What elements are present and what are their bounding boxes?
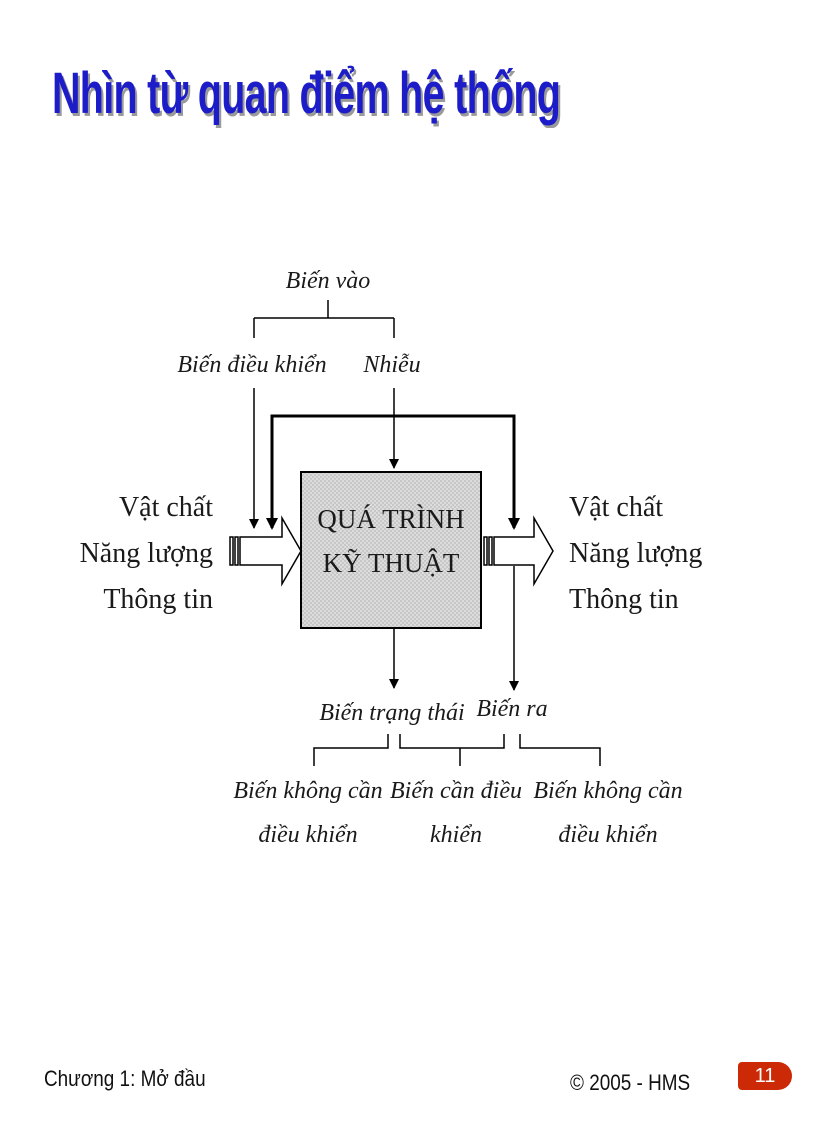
leaf-2-line-1: Biến cần điều [390, 778, 522, 804]
input-flow-arrow [229, 515, 302, 587]
leaf-3-line-2: điều khiển [558, 822, 657, 848]
output-information-label: Thông tin [569, 584, 679, 615]
process-label-line-1: QUÁ TRÌNH [317, 504, 464, 534]
output-energy-label: Năng lượng [569, 538, 702, 569]
chapter-label: Chương 1: Mở đầu [44, 1066, 206, 1091]
feedback-arrowhead-left [266, 518, 278, 530]
page-number-badge: 11 [738, 1062, 792, 1090]
process-label-line-2: KỸ THUẬT [323, 548, 460, 578]
control-variable-label: Biến điều khiển [177, 352, 326, 378]
lower-brackets [313, 734, 601, 766]
input-energy-label: Năng lượng [80, 538, 213, 569]
leaf-2-line-2: khiển [430, 822, 482, 848]
process-box [300, 471, 482, 629]
feedback-arrowhead-right [508, 518, 520, 530]
output-material-label: Vật chất [569, 492, 663, 523]
input-variables-bracket [253, 300, 395, 338]
input-material-label: Vật chất [119, 492, 213, 523]
page-title: Nhìn từ quan điểm hệ thống [52, 61, 561, 126]
input-information-label: Thông tin [103, 584, 213, 615]
state-variable-label: Biến trạng thái [319, 700, 464, 726]
input-variables-label: Biến vào [286, 268, 371, 294]
noise-label: Nhiễu [362, 352, 420, 378]
leaf-1-line-2: điều khiển [258, 822, 357, 848]
copyright-label: © 2005 - HMS [570, 1070, 691, 1095]
feedback-loop [270, 414, 516, 528]
leaf-1-line-1: Biến không cần [233, 778, 382, 804]
leaf-3-line-1: Biến không cần [533, 778, 682, 804]
output-variable-label: Biến ra [476, 696, 547, 722]
output-flow-arrow [483, 515, 554, 587]
